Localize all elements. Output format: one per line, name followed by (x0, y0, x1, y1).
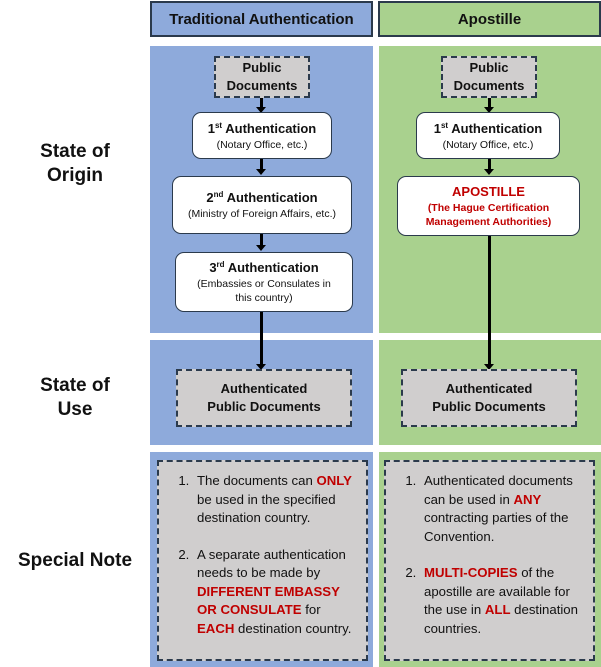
traditional-notes-list: The documents can ONLY be used in the sp… (167, 472, 358, 638)
arrow-head-icon (256, 107, 266, 113)
traditional-step-3: 3rd Authentication (Embassies or Consula… (175, 252, 353, 312)
note-text: A separate authentication needs to be ma… (197, 546, 346, 581)
note-text: The documents can (197, 473, 317, 488)
step-title: 2nd Authentication (206, 190, 318, 205)
note-highlight: ALL (484, 602, 511, 617)
step-title: APOSTILLE (452, 184, 525, 199)
apostille-public-documents: Public Documents (441, 56, 537, 98)
note-highlight: EACH (197, 620, 235, 636)
row-label-note-text: Special Note (17, 550, 133, 571)
arrow-line (260, 234, 263, 248)
note-item: The documents can ONLY be used in the sp… (193, 472, 358, 528)
note-text: destination countries. (424, 602, 578, 636)
note-text: contracting parties of the Convention. (424, 510, 569, 544)
step-subtitle: (The Hague Certification (427, 202, 550, 214)
row-label-use-line1: State of (40, 375, 110, 396)
apostille-step-1: 1st Authentication (Notary Office, etc.) (416, 112, 560, 159)
row-label-origin-line2: Origin (47, 165, 103, 186)
arrow-head-icon (256, 364, 266, 370)
arrow-line (488, 236, 491, 367)
traditional-step-1: 1st Authentication (Notary Office, etc.) (192, 112, 332, 159)
step-title: 3rd Authentication (209, 260, 319, 275)
doc-line: Public Documents (432, 399, 546, 414)
step-subtitle: this country) (235, 292, 293, 304)
doc-line: Public (469, 60, 509, 75)
traditional-notes: The documents can ONLY be used in the sp… (157, 460, 368, 661)
step-title: 1st Authentication (433, 120, 543, 136)
arrow-line (260, 158, 263, 172)
row-label-use: State of Use (0, 374, 150, 422)
note-highlight: ANY (513, 491, 542, 507)
apostille-header-label: Apostille (457, 10, 522, 28)
note-item: MULTI-COPIES of the apostille are availa… (420, 564, 585, 638)
step-subtitle: (Ministry of Foreign Affairs, etc.) (187, 208, 336, 220)
note-text: of the apostille are available for the u… (424, 565, 570, 617)
doc-line: Documents (226, 78, 298, 93)
arrow-line (488, 158, 491, 172)
note-highlight: DIFFERENT EMBASSY OR CONSULATE (197, 583, 340, 618)
row-label-origin-line1: State of (40, 141, 110, 162)
step-subtitle: (Notary Office, etc.) (442, 138, 534, 151)
apostille-authenticated-documents: Authenticated Public Documents (401, 369, 577, 427)
note-item: A separate authentication needs to be ma… (193, 546, 358, 639)
traditional-authenticated-documents: Authenticated Public Documents (176, 369, 352, 427)
doc-line: Public (242, 60, 282, 75)
note-item: Authenticated documents can be used in A… (420, 472, 585, 546)
apostille-header: Apostille (378, 1, 601, 37)
note-text: Authenticated documents can be used in (424, 473, 573, 507)
arrow-head-icon (484, 364, 494, 370)
apostille-notes: Authenticated documents can be used in A… (384, 460, 595, 661)
step-title: 1st Authentication (207, 120, 317, 136)
apostille-step-2: APOSTILLE (The Hague Certification Manag… (397, 176, 580, 236)
arrow-head-icon (484, 169, 494, 175)
note-highlight: MULTI-COPIES (424, 565, 518, 580)
traditional-public-documents: Public Documents (214, 56, 310, 98)
traditional-step-2: 2nd Authentication (Ministry of Foreign … (172, 176, 352, 234)
row-label-use-line2: Use (57, 399, 93, 420)
traditional-header-label: Traditional Authentication (169, 10, 354, 28)
row-label-origin: State of Origin (0, 140, 150, 188)
arrow-head-icon (484, 107, 494, 113)
doc-line: Authenticated (220, 381, 308, 396)
step-subtitle: (Embassies or Consulates in (197, 278, 331, 290)
step-subtitle: Management Authorities) (425, 216, 552, 228)
arrow-line (260, 310, 263, 367)
note-text: destination country. (234, 620, 352, 636)
doc-line: Authenticated (445, 381, 533, 396)
note-highlight: ONLY (316, 473, 352, 488)
row-label-note: Special Note (0, 549, 150, 573)
apostille-notes-list: Authenticated documents can be used in A… (394, 472, 585, 638)
doc-line: Public Documents (207, 399, 321, 414)
arrow-head-icon (256, 169, 266, 175)
arrow-line (260, 96, 263, 110)
note-text: for (301, 602, 321, 617)
doc-line: Documents (453, 78, 525, 93)
arrow-line (488, 96, 491, 110)
step-subtitle: (Notary Office, etc.) (216, 138, 308, 151)
note-text: be used in the specified destination cou… (197, 491, 336, 526)
traditional-header: Traditional Authentication (150, 1, 373, 37)
arrow-head-icon (256, 245, 266, 251)
